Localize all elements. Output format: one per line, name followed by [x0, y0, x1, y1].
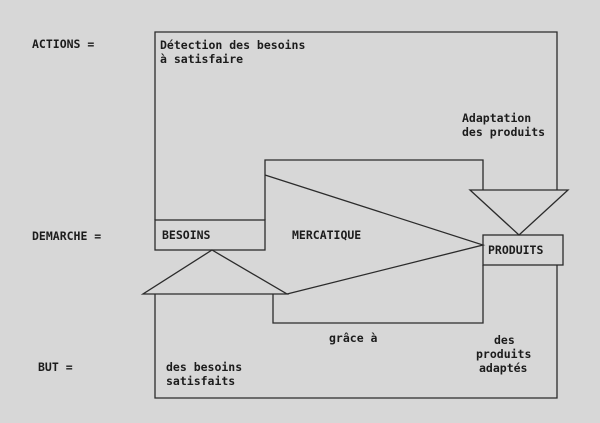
- row-label-but: BUT =: [38, 360, 73, 374]
- detection-text-line2: à satisfaire: [160, 52, 244, 66]
- produits-box: [482, 234, 564, 266]
- actions-loop-line: [154, 31, 558, 220]
- grace-text: grâce à: [329, 331, 378, 345]
- row-label-actions: ACTIONS =: [32, 37, 95, 51]
- lower-channel-line: [272, 265, 484, 324]
- des-besoins-text-line1: des besoins: [166, 360, 243, 374]
- besoins-triangle: [140, 249, 290, 295]
- des-besoins-text-line2: satisfaits: [166, 374, 236, 388]
- row-label-demarche: DEMARCHE =: [32, 229, 102, 243]
- adaptation-text-line2: des produits: [462, 125, 546, 139]
- mercatique-label: MERCATIQUE: [292, 228, 362, 242]
- des-produits-text-line1: des: [494, 333, 515, 347]
- mercatique-wedge: [264, 174, 486, 295]
- funnel-triangle: [468, 189, 570, 236]
- besoins-box: [154, 219, 266, 251]
- adaptation-text-line1: Adaptation: [462, 111, 532, 125]
- besoins-label: BESOINS: [162, 228, 211, 242]
- des-produits-text-line3: adaptés: [479, 361, 528, 375]
- produits-label: PRODUITS: [488, 243, 544, 257]
- but-frame-line: [154, 265, 558, 399]
- detection-text-line1: Détection des besoins: [160, 38, 306, 52]
- upper-channel-line: [264, 159, 484, 220]
- des-produits-text-line2: produits: [476, 347, 532, 361]
